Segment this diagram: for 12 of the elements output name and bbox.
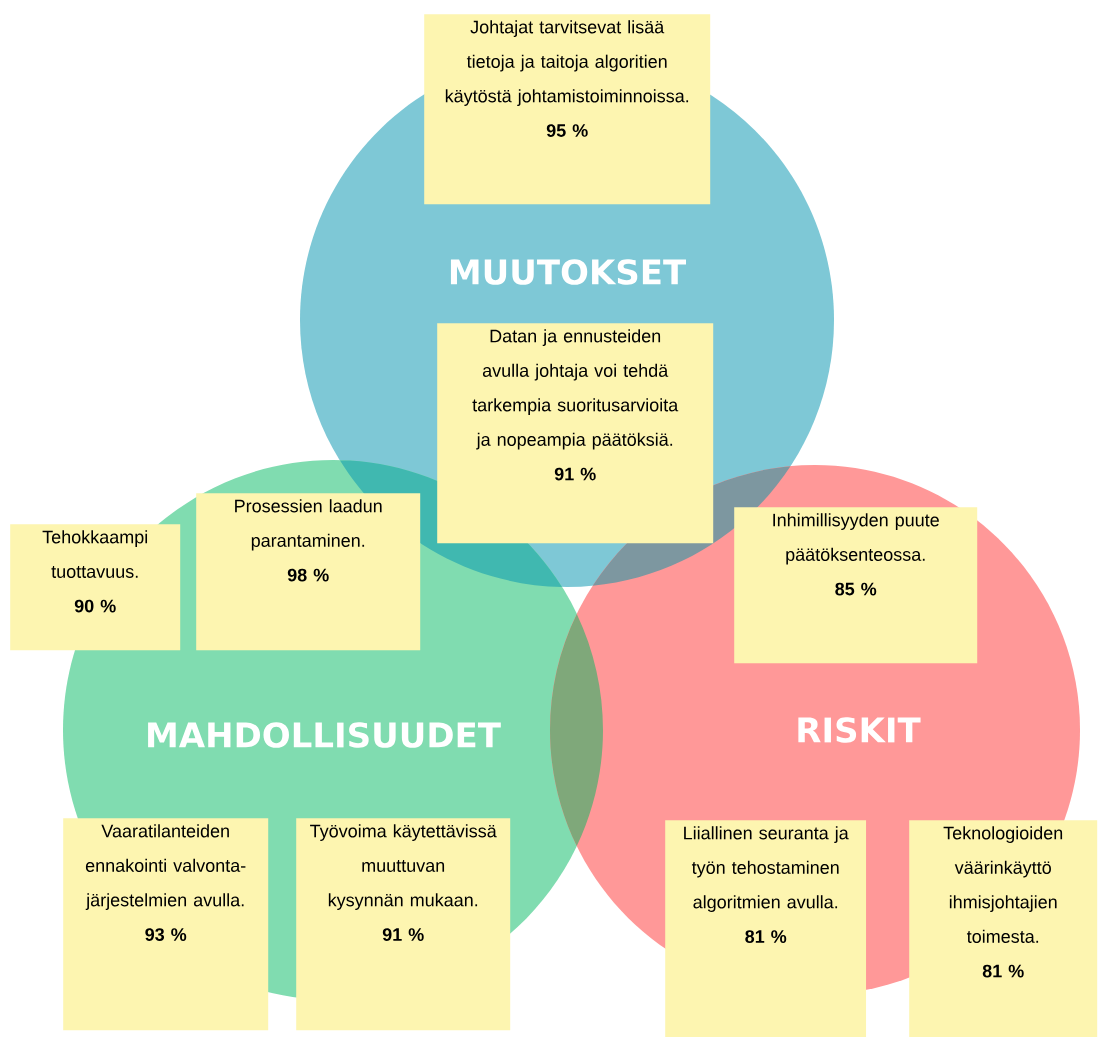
note-box: Johtajat tarvitsevat lisää tietoja ja taitoja algoritien käytöstä johtamistoiminnoissa. 95 % xyxy=(424,14,711,205)
note-box: Vaaratilanteiden ennakointi valvonta-järjestelmien avulla. 93 % xyxy=(63,818,269,1031)
circle-title: RISKIT xyxy=(798,717,921,743)
note-box: Datan ja ennusteiden avulla johtaja voi tehdä tarkempia suoritusarvioita ja nopeampia päätöksiä. 91 % xyxy=(437,323,714,544)
note-box: Teknologioiden väärinkäyttö ihmisjohtajien toimesta. 81 % xyxy=(909,820,1098,1037)
note-box: Työvoima käytettävissä muuttuvan kysynnän mukaan. 91 % xyxy=(296,818,511,1031)
note-box: Prosessien laadun parantaminen. 98 % xyxy=(196,493,421,651)
note-box: Inhimillisyyden puute päätöksenteossa. 85 % xyxy=(734,507,978,664)
circle-title: MAHDOLLISUUDET xyxy=(148,722,501,748)
circle-title: MUUTOKSET xyxy=(450,259,686,285)
note-box: Liiallinen seuranta ja työn tehostaminen algoritmien avulla. 81 % xyxy=(665,820,867,1037)
note-box: Tehokkaampi tuottavuus. 90 % xyxy=(10,524,181,651)
